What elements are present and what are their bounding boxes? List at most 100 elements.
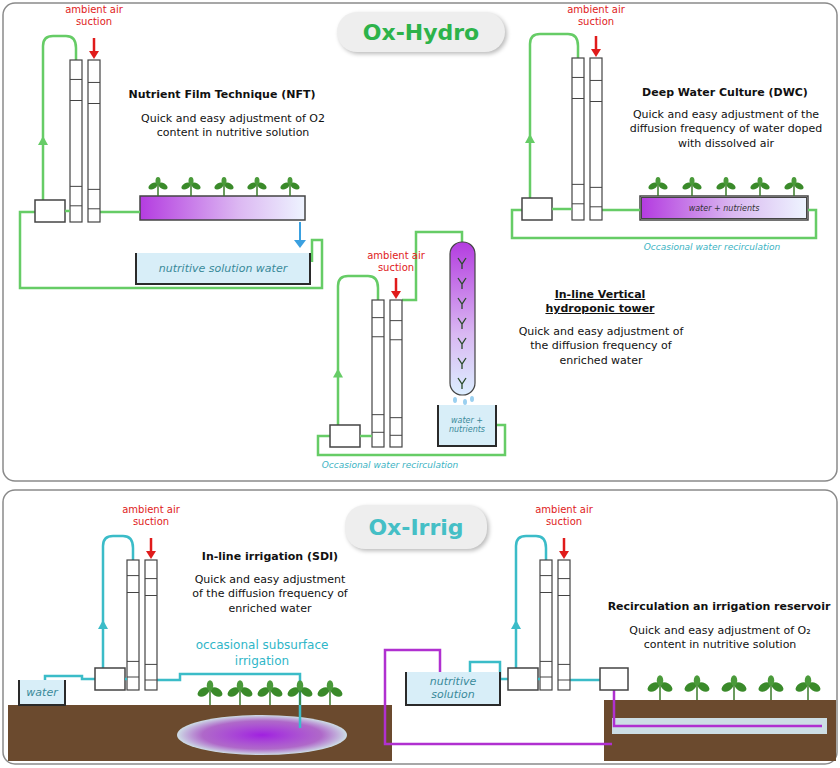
column — [390, 300, 402, 447]
plant-symbol — [458, 258, 466, 269]
panel — [3, 3, 837, 481]
column — [145, 560, 157, 690]
plant — [288, 177, 293, 185]
node-text: water + nutrients — [443, 416, 491, 434]
note: Occasional water recirculation — [622, 242, 802, 254]
node-text: Ox-Irrig — [368, 515, 463, 540]
suction-arrow — [146, 551, 156, 559]
water-tank: water — [18, 680, 66, 706]
pipe — [318, 232, 505, 455]
plant-symbol — [458, 298, 466, 309]
node-text: water + nutrients — [689, 204, 760, 213]
air-inlet-label: ambient air suction — [528, 504, 600, 528]
column — [70, 60, 82, 222]
suction-arrow — [595, 36, 598, 50]
plant — [327, 680, 334, 690]
flow-arrow — [525, 134, 535, 143]
section-title: Deep Water Culture (DWC) — [625, 86, 825, 100]
column — [372, 300, 384, 447]
plant — [267, 680, 274, 690]
description: Quick and easy adjustment of O2 content … — [138, 112, 328, 141]
flow-arrow — [38, 136, 48, 145]
plant — [222, 177, 227, 185]
plant — [792, 177, 797, 185]
section-title: Nutrient Film Technique (NFT) — [112, 88, 332, 102]
pump-box — [508, 668, 538, 690]
plant — [297, 680, 304, 690]
column — [540, 560, 552, 690]
note: Occasional water recirculation — [300, 460, 480, 472]
air-inlet-label: ambient air suction — [58, 4, 130, 28]
plant — [731, 675, 738, 685]
plant — [255, 177, 260, 185]
note: occasional subsurface irrigation — [182, 638, 342, 669]
plant — [156, 177, 161, 185]
plant — [758, 177, 763, 185]
pump-box — [330, 425, 360, 447]
pipe — [45, 674, 300, 728]
plant — [724, 177, 729, 185]
plant — [657, 675, 664, 685]
pump-box — [600, 668, 628, 690]
section-title: Recirculation an irrigation reservoir — [606, 600, 832, 614]
pipe — [530, 34, 578, 198]
pump-box — [35, 200, 65, 222]
column — [572, 58, 584, 220]
plant — [690, 177, 695, 185]
node-text: Ox-Hydro — [363, 20, 480, 45]
section-title: In-line Vertical hydroponic tower — [520, 288, 680, 317]
suction-arrow — [591, 49, 601, 57]
suction-arrow — [150, 538, 153, 552]
suction-arrow — [89, 51, 99, 59]
wet-bulb — [177, 715, 347, 755]
node-text: water — [26, 686, 57, 699]
solution-tank: nutritive solution water — [135, 253, 311, 285]
pump-box — [522, 198, 552, 220]
plant-symbol — [458, 338, 466, 349]
nft-channel — [140, 196, 305, 220]
air-inlet-label: ambient air suction — [360, 250, 432, 274]
plant — [694, 675, 701, 685]
product-badge: Ox-Hydro — [337, 12, 505, 52]
plant — [189, 177, 194, 185]
description: Quick and easy adjustment of the diffusi… — [516, 325, 686, 368]
plant-symbol — [458, 358, 466, 369]
plant — [805, 675, 812, 685]
air-inlet-label: ambient air suction — [560, 4, 632, 28]
solution-tank: water + nutrients — [437, 405, 497, 447]
suction-arrow — [391, 291, 401, 299]
plant-symbol — [458, 378, 466, 389]
column — [590, 58, 602, 220]
plant-symbol — [458, 318, 466, 329]
suction-arrow — [93, 38, 96, 52]
suction-arrow — [563, 538, 566, 552]
pipe — [385, 650, 822, 744]
flow-arrow — [511, 620, 521, 629]
pipe — [20, 212, 322, 288]
column — [88, 60, 100, 222]
suction-arrow — [395, 278, 398, 292]
soil — [8, 705, 392, 761]
plant-symbol — [458, 278, 466, 289]
column — [558, 560, 570, 690]
air-inlet-label: ambient air suction — [115, 504, 187, 528]
flow-arrow — [98, 620, 108, 629]
solution-tank: nutritive solution — [405, 672, 501, 706]
culture-trough: water + nutrients — [641, 197, 807, 219]
description: Quick and easy adjustment of the diffusi… — [628, 108, 824, 151]
node-text: nutritive solution — [411, 675, 495, 701]
panel — [3, 490, 837, 764]
node-text: nutritive solution water — [159, 262, 287, 275]
flow-arrow — [333, 369, 343, 378]
pump-box — [95, 668, 125, 690]
plant — [237, 680, 244, 690]
column — [127, 560, 139, 690]
product-badge: Ox-Irrig — [345, 505, 487, 549]
suction-arrow — [559, 551, 569, 559]
plant — [656, 177, 661, 185]
description: Quick and easy adjustment of the diffusi… — [190, 573, 350, 616]
plant — [207, 680, 214, 690]
hydroponic-tower — [450, 242, 475, 395]
section-title: In-line irrigation (SDI) — [190, 550, 350, 564]
soil — [604, 700, 836, 761]
